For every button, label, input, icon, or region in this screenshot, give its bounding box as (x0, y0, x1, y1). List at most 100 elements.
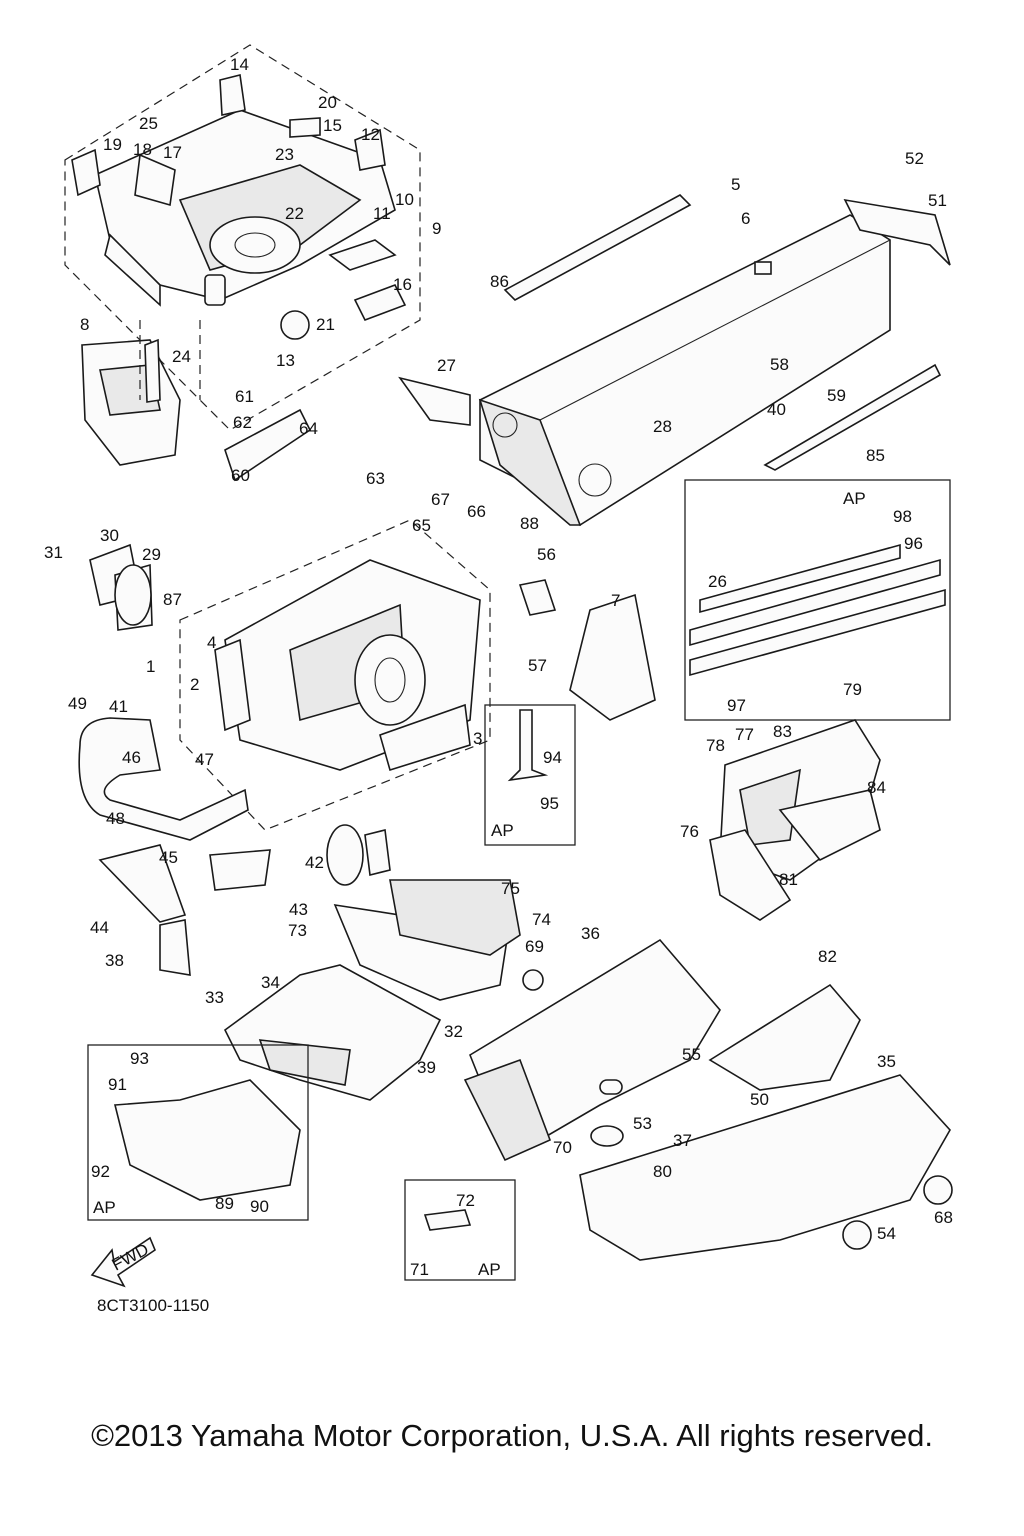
callout-11: 11 (373, 204, 391, 223)
callout-32: 32 (444, 1022, 463, 1041)
callout-25: 25 (139, 114, 158, 133)
callout-3: 3 (473, 729, 482, 748)
callout-63: 63 (366, 469, 385, 488)
callout-44: 44 (90, 918, 109, 937)
callout-31: 31 (44, 543, 63, 562)
callout-14: 14 (230, 55, 249, 74)
callout-16: 16 (393, 275, 412, 294)
callout-69: 69 (525, 937, 544, 956)
callout-18: 18 (133, 140, 152, 159)
upper-frame-group (64, 44, 421, 431)
callout-43: 43 (289, 900, 308, 919)
bracket-8-group (81, 320, 201, 466)
callout-83: 83 (773, 722, 792, 741)
callout-2: 2 (190, 675, 199, 694)
part-number: 8CT3100-1150 (97, 1296, 209, 1315)
callout-10: 10 (395, 190, 414, 209)
callout-35: 35 (877, 1052, 896, 1071)
ap-label: AP (491, 821, 514, 840)
callout-19: 19 (103, 135, 122, 154)
callout-60: 60 (231, 466, 250, 485)
callout-70: 70 (553, 1138, 572, 1157)
callout-40: 40 (767, 400, 786, 419)
callout-67: 67 (431, 490, 450, 509)
fwd-label: FWD (109, 1240, 152, 1275)
bumper-group (78, 717, 271, 976)
fwd-arrow-icon: FWD (90, 1236, 156, 1288)
callout-22: 22 (285, 204, 304, 223)
parts-diagram: FWD 8CT3100-1150 AP AP AP AP 12345678910… (44, 44, 953, 1315)
callout-36: 36 (581, 924, 600, 943)
callout-81: 81 (779, 870, 798, 889)
callout-55: 55 (682, 1045, 701, 1064)
callout-6: 6 (741, 209, 750, 228)
callout-27: 27 (437, 356, 456, 375)
ap-box-89 (87, 1044, 309, 1221)
callout-61: 61 (235, 387, 254, 406)
callout-52: 52 (905, 149, 924, 168)
callout-5: 5 (731, 175, 740, 194)
callout-33: 33 (205, 988, 224, 1007)
callout-73: 73 (288, 921, 307, 940)
callout-7: 7 (611, 591, 620, 610)
callout-56: 56 (537, 545, 556, 564)
callout-29: 29 (142, 545, 161, 564)
callout-42: 42 (305, 853, 324, 872)
callout-38: 38 (105, 951, 124, 970)
callout-20: 20 (318, 93, 337, 112)
callout-4: 4 (207, 633, 216, 652)
callout-8: 8 (80, 315, 89, 334)
skid-plate-group (223, 879, 521, 1101)
callout-54: 54 (877, 1224, 896, 1243)
callout-57: 57 (528, 656, 547, 675)
callout-68: 68 (934, 1208, 953, 1227)
callout-85: 85 (866, 446, 885, 465)
callout-47: 47 (195, 750, 214, 769)
bellows-group (114, 564, 391, 886)
callout-50: 50 (750, 1090, 769, 1109)
callout-71: 71 (410, 1260, 429, 1279)
ap-box-71 (404, 1179, 516, 1281)
callout-48: 48 (106, 809, 125, 828)
callout-77: 77 (735, 725, 754, 744)
callout-65: 65 (412, 516, 431, 535)
callout-86: 86 (490, 272, 509, 291)
side-covers-group (709, 719, 881, 921)
tunnel-group (398, 194, 951, 527)
callout-23: 23 (275, 145, 294, 164)
callout-24: 24 (172, 347, 191, 366)
callout-49: 49 (68, 694, 87, 713)
callout-62: 62 (233, 413, 252, 432)
callout-88: 88 (520, 514, 539, 533)
callout-28: 28 (653, 417, 672, 436)
ap-label: AP (478, 1260, 501, 1279)
callout-78: 78 (706, 736, 725, 755)
callout-64: 64 (299, 419, 318, 438)
callout-94: 94 (543, 748, 562, 767)
callout-74: 74 (532, 910, 551, 929)
callout-30: 30 (100, 526, 119, 545)
callout-26: 26 (708, 572, 727, 591)
ap-box-94 (484, 704, 576, 846)
callout-79: 79 (843, 680, 862, 699)
ap-label: AP (843, 489, 866, 508)
callout-75: 75 (501, 879, 520, 898)
callout-93: 93 (130, 1049, 149, 1068)
callout-1: 1 (146, 657, 155, 676)
callout-89: 89 (215, 1194, 234, 1213)
callout-45: 45 (159, 848, 178, 867)
callout-13: 13 (276, 351, 295, 370)
callout-58: 58 (770, 355, 789, 374)
callout-34: 34 (261, 973, 280, 992)
callout-84: 84 (867, 778, 886, 797)
callout-97: 97 (727, 696, 746, 715)
callout-41: 41 (109, 697, 128, 716)
callout-51: 51 (928, 191, 947, 210)
callout-9: 9 (432, 219, 441, 238)
rails-group (684, 479, 951, 721)
ap-label: AP (93, 1198, 116, 1217)
callout-96: 96 (904, 534, 923, 553)
callout-17: 17 (163, 143, 182, 162)
callout-90: 90 (250, 1197, 269, 1216)
callout-37: 37 (673, 1131, 692, 1150)
